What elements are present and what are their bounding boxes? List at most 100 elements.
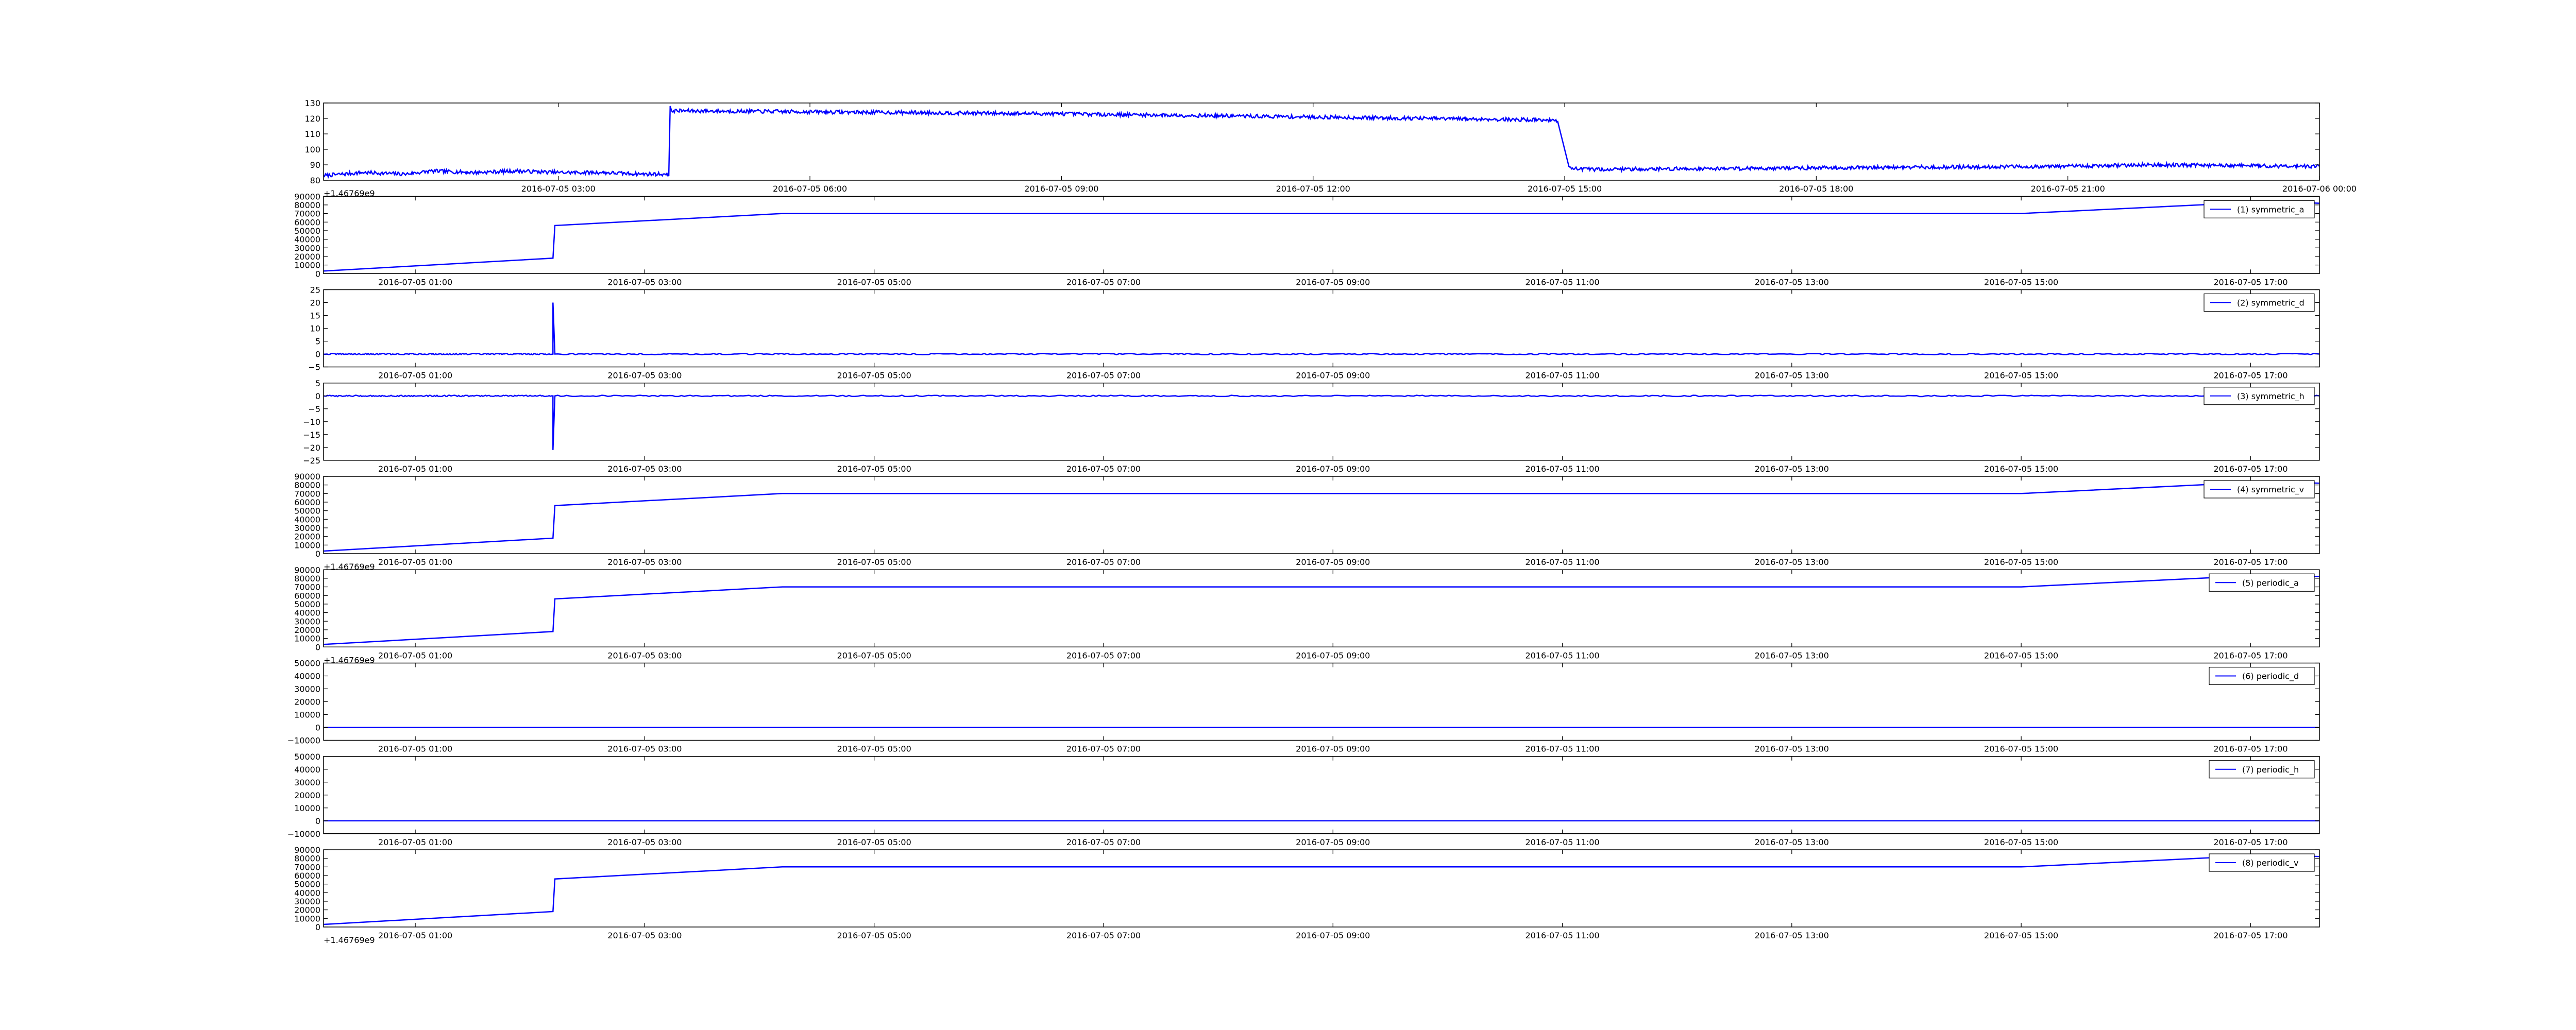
x-tick-label: 2016-07-05 07:00 [1066,931,1141,940]
x-tick-label: 2016-07-05 03:00 [607,744,682,754]
y-tick-label: 90000 [294,565,320,575]
x-tick-label: 2016-07-05 05:00 [837,931,911,940]
x-tick-label: 2016-07-05 09:00 [1296,371,1370,381]
x-tick-label: 2016-07-05 21:00 [2031,184,2105,194]
y-tick-label: 40000 [294,672,320,681]
y-tick-label: 120 [304,114,320,124]
x-tick-label: 2016-07-05 15:00 [1984,650,2058,660]
x-tick-label: 2016-07-05 05:00 [837,744,911,754]
y-tick-label: 50000 [294,659,320,668]
y-tick-label: 60000 [294,497,320,507]
y-tick-label: 20000 [294,791,320,800]
x-tick-label: 2016-07-05 15:00 [1984,277,2058,287]
x-tick-label: 2016-07-05 05:00 [837,837,911,847]
y-tick-label: 20 [310,298,320,308]
legend-label: (8) periodic_v [2242,858,2298,868]
y-tick-label: 0 [315,350,320,359]
axes-frame [323,756,2320,834]
y-tick-label: 100 [304,145,320,154]
x-tick-label: 2016-07-05 03:00 [607,371,682,381]
y-tick-label: −10000 [287,736,320,746]
y-tick-label: 10000 [294,261,320,270]
y-tick-label: 0 [315,816,320,826]
y-tick-label: 20000 [294,625,320,635]
legend-label: (6) periodic_d [2242,672,2299,682]
x-tick-label: 2016-07-05 05:00 [837,277,911,287]
y-tick-label: 10000 [294,710,320,720]
axes-frame [323,662,2320,741]
y-tick-label: 5 [315,379,320,388]
y-tick-label: 0 [315,391,320,401]
y-tick-label: 30000 [294,778,320,787]
x-tick-label: 2016-07-05 17:00 [2213,650,2287,660]
x-tick-label: 2016-07-05 07:00 [1066,371,1141,381]
y-tick-label: 90 [310,160,320,170]
x-tick-label: 2016-07-05 03:00 [607,277,682,287]
y-tick-label: 30000 [294,616,320,626]
y-tick-label: 90000 [294,472,320,482]
x-tick-label: 2016-07-05 01:00 [378,464,452,474]
y-tick-label: 110 [304,129,320,139]
x-tick-label: 2016-07-06 00:00 [2282,184,2357,194]
y-tick-label: 10000 [294,803,320,813]
subplot-2: 0100002000030000400005000060000700008000… [294,192,2320,287]
y-tick-label: −5 [308,363,320,372]
legend-label: (2) symmetric_d [2237,298,2304,308]
x-offset-text: +1.46769e9 [324,655,375,665]
x-tick-label: 2016-07-05 07:00 [1066,464,1141,474]
x-tick-label: 2016-07-05 15:00 [1528,184,1602,194]
x-tick-label: 2016-07-05 13:00 [1755,931,1829,940]
x-tick-label: 2016-07-05 09:00 [1296,837,1370,847]
y-tick-label: 15 [310,311,320,321]
x-tick-label: 2016-07-05 03:00 [521,184,596,194]
y-tick-label: 5 [315,337,320,347]
y-tick-label: 70000 [294,489,320,499]
x-tick-label: 2016-07-05 05:00 [837,557,911,567]
x-tick-label: 2016-07-05 15:00 [1984,931,2058,940]
subplot-5: 0100002000030000400005000060000700008000… [294,472,2320,572]
y-tick-label: 30000 [294,523,320,533]
x-tick-label: 2016-07-05 18:00 [1779,184,1853,194]
x-tick-label: 2016-07-05 07:00 [1066,277,1141,287]
y-tick-label: 30000 [294,897,320,906]
x-tick-label: 2016-07-05 11:00 [1525,837,1599,847]
y-tick-label: 0 [315,922,320,932]
x-tick-label: 2016-07-05 01:00 [378,557,452,567]
x-tick-label: 2016-07-05 09:00 [1296,464,1370,474]
y-tick-label: 80000 [294,480,320,490]
x-tick-label: 2016-07-05 15:00 [1984,744,2058,754]
y-tick-label: 40000 [294,765,320,775]
y-tick-label: 80000 [294,854,320,864]
x-tick-label: 2016-07-05 05:00 [837,464,911,474]
x-tick-label: 2016-07-05 09:00 [1296,277,1370,287]
y-tick-label: 30000 [294,684,320,694]
x-tick-label: 2016-07-05 01:00 [378,837,452,847]
series-line-6 [323,574,2320,645]
x-tick-label: 2016-07-05 17:00 [2213,464,2287,474]
y-tick-label: 130 [304,98,320,108]
axes-frame [323,383,2320,461]
x-tick-label: 2016-07-05 01:00 [378,650,452,660]
x-tick-label: 2016-07-05 11:00 [1525,557,1599,567]
y-tick-label: 70000 [294,209,320,219]
y-tick-label: 0 [315,269,320,279]
x-tick-label: 2016-07-05 15:00 [1984,464,2058,474]
x-tick-label: 2016-07-05 17:00 [2213,277,2287,287]
axes-frame [323,569,2320,647]
y-tick-label: −10 [303,417,320,427]
y-tick-label: 60000 [294,591,320,600]
y-tick-label: −25 [303,456,320,466]
y-tick-label: 60000 [294,217,320,227]
x-tick-label: 2016-07-05 07:00 [1066,650,1141,660]
x-tick-label: 2016-07-05 01:00 [378,371,452,381]
x-offset-text: +1.46769e9 [324,935,375,945]
x-tick-label: 2016-07-05 09:00 [1296,557,1370,567]
y-tick-label: 50000 [294,506,320,516]
x-tick-label: 2016-07-05 03:00 [607,837,682,847]
x-tick-label: 2016-07-05 13:00 [1755,277,1829,287]
y-tick-label: −15 [303,430,320,440]
series-line-1 [323,106,2320,179]
x-tick-label: 2016-07-05 06:00 [773,184,847,194]
